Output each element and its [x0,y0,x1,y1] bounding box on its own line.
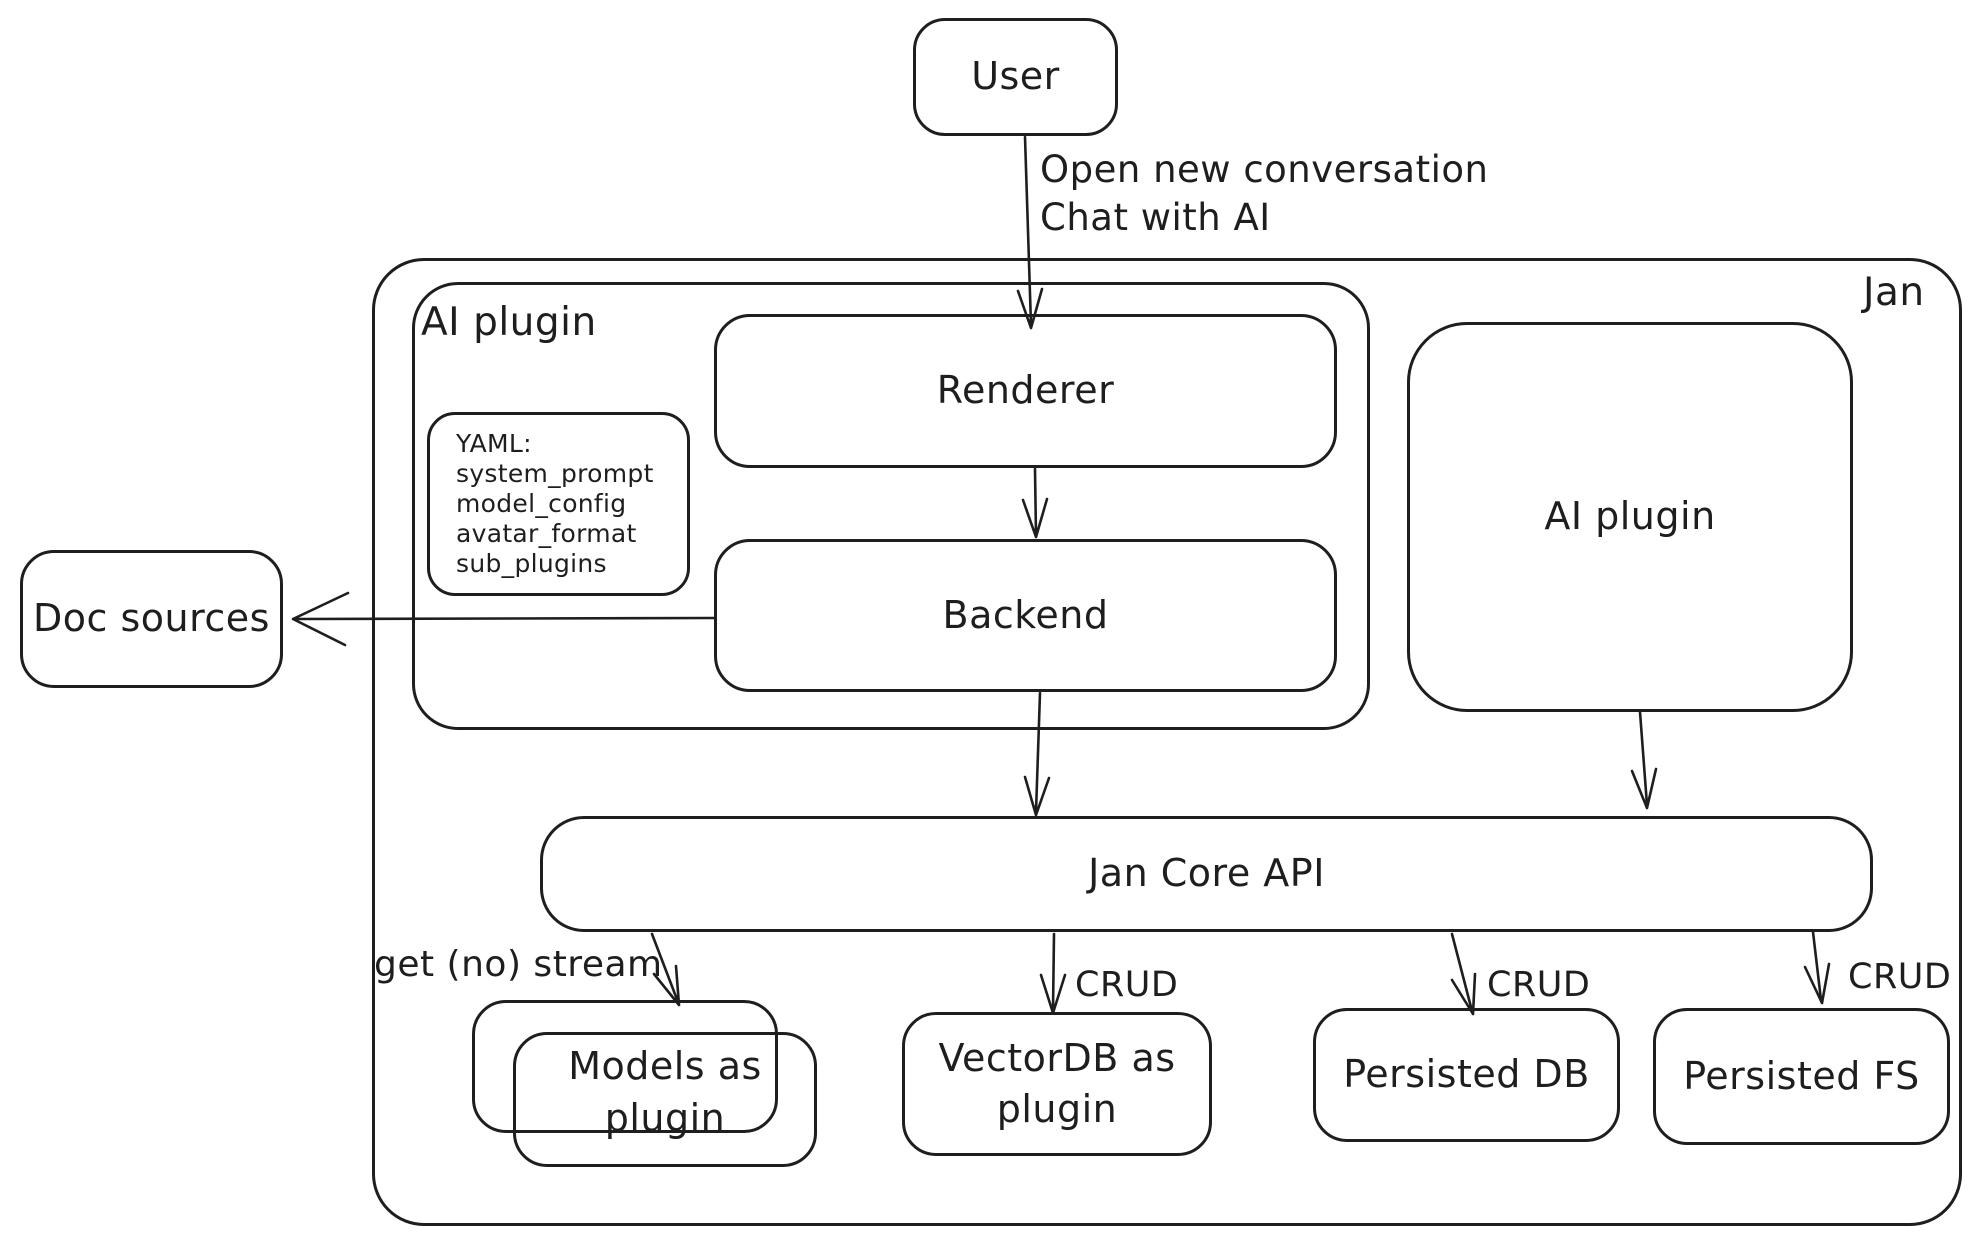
persisted-fs-node: Persisted FS [1653,1008,1950,1145]
models-as-plugin-back-box [472,1000,778,1133]
jan-container-box [372,258,1962,1226]
backend-node-label: Backend [942,592,1109,637]
yaml-note-line: avatar_format [456,519,637,548]
edge-label-user-to-renderer: Open new conversation Chat with AI [1040,146,1488,242]
yaml-note-line: sub_plugins [456,549,607,578]
vectordb-as-plugin-node: VectorDB as plugin [902,1012,1212,1156]
yaml-note-line: model_config [456,489,627,518]
user-node-label: User [971,54,1060,99]
edge-label-line: Chat with AI [1040,196,1271,240]
persisted-db-node: Persisted DB [1313,1008,1620,1142]
ai-plugin-right-node: AI plugin [1407,322,1853,712]
doc-sources-node-label: Doc sources [33,596,270,641]
edge-label-line: Open new conversation [1040,148,1489,191]
yaml-note-line: system_prompt [456,459,654,488]
ai-plugin-right-node-label: AI plugin [1544,494,1716,539]
doc-sources-node: Doc sources [20,550,283,688]
yaml-note-box: YAML: system_prompt model_config avatar_… [427,412,690,596]
models-as-plugin-node: Models as plugin [513,1032,817,1167]
persisted-fs-node-label: Persisted FS [1683,1053,1920,1098]
jan-container-label: Jan [1863,270,1925,315]
ai-plugin-group-label: AI plugin [421,300,597,345]
renderer-node: Renderer [714,314,1337,468]
user-node: User [913,18,1118,136]
edge-label-get-no-stream: get (no) stream [374,944,663,985]
renderer-node-label: Renderer [936,368,1115,413]
jan-core-api-node-label: Jan Core API [1088,851,1325,896]
vectordb-as-plugin-node-label: VectorDB as plugin [938,1035,1176,1131]
ai-plugin-group-box [412,282,1370,730]
edge-label-crud-persisted-fs: CRUD [1848,957,1952,997]
backend-node: Backend [714,539,1337,692]
edge-label-crud-vectordb: CRUD [1075,965,1179,1005]
jan-core-api-node: Jan Core API [540,816,1873,932]
edge-label-crud-persisted-db: CRUD [1487,965,1591,1005]
yaml-note-line: YAML: [456,429,532,458]
persisted-db-node-label: Persisted DB [1343,1052,1590,1097]
models-as-plugin-node-label: Models as plugin [568,1044,762,1140]
